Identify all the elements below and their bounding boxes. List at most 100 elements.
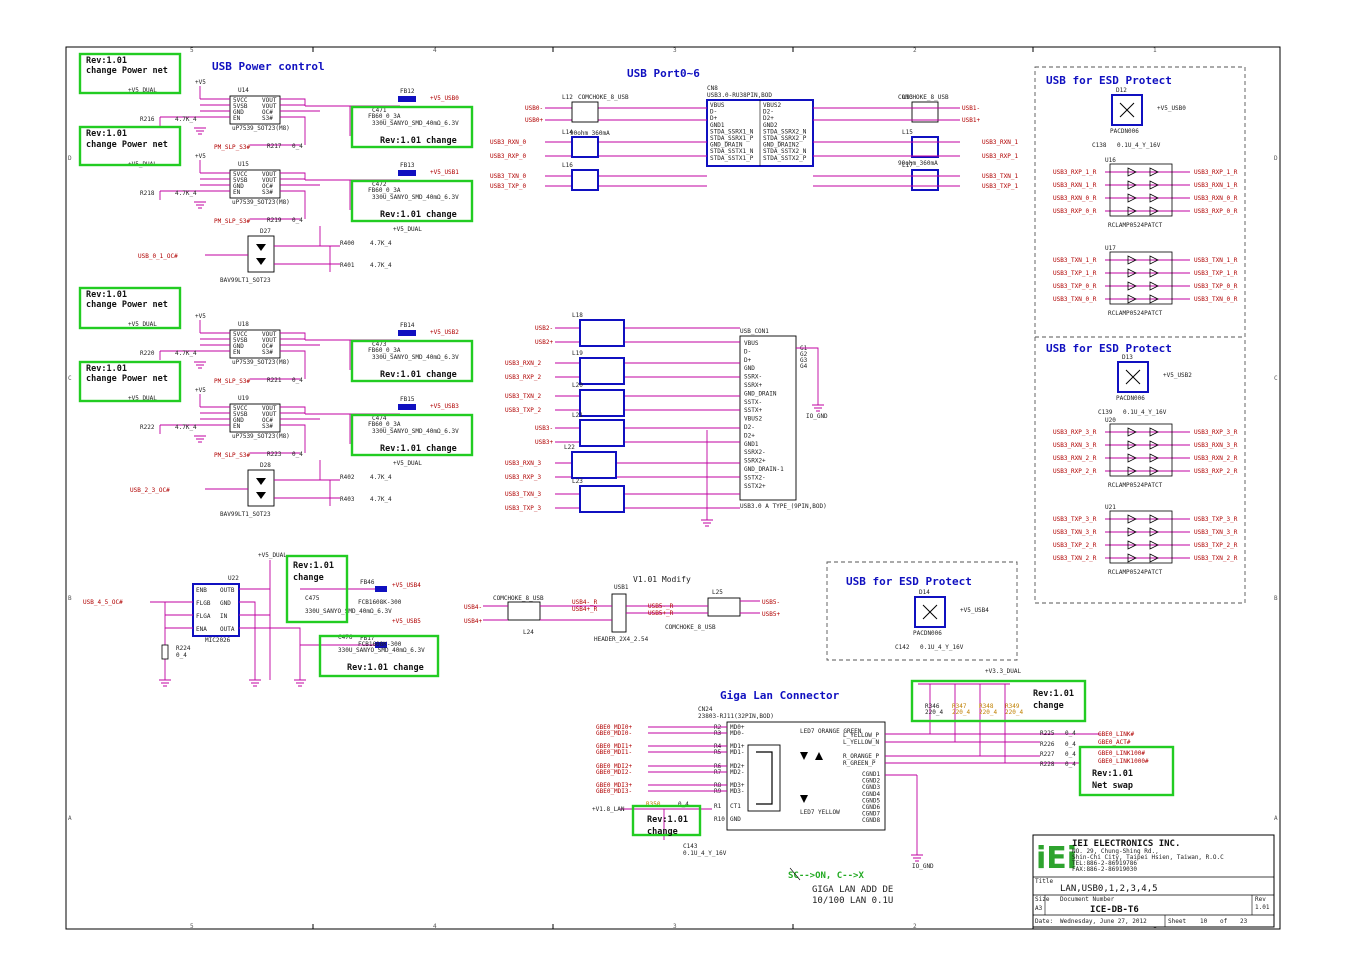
usb45-header: V1.01 Modify USB1 HEADER_2X4_2.54 COMCHO… (464, 575, 780, 643)
title-usb-power: USB Power control (212, 60, 325, 73)
pin-label: SSTX2- (744, 474, 766, 481)
pin-label: GND (233, 109, 244, 116)
tvs-diode (1127, 206, 1137, 216)
net-label: GBE0_MDI3+ (596, 782, 633, 789)
pin-label: GND_DRAIN2 (763, 142, 800, 149)
pin-label: MD0- (730, 730, 744, 737)
svg-text:+V3.3_DUAL: +V3.3_DUAL (985, 668, 1022, 675)
res-value: 4.7K_4 (175, 350, 197, 357)
svg-text:CN8: CN8 (707, 85, 718, 92)
common-choke (571, 101, 599, 123)
ground (194, 201, 206, 209)
pin-label: EN (233, 349, 241, 356)
net-label: USB3_RXP_2_R (1194, 468, 1238, 475)
net-label: PM_SLP_S3# (214, 144, 251, 151)
net-label: GBE0_MDI1+ (596, 743, 633, 750)
pin-label: CGND8 (862, 817, 880, 824)
svg-text:Rev:1.01: Rev:1.01 (86, 56, 127, 66)
diode-glyph (256, 244, 266, 251)
choke-value: 90ohm_360mA (570, 130, 610, 137)
choke-ref: L21 (572, 412, 583, 419)
pin-label: MD0+ (730, 724, 745, 731)
svg-text:USB3.0 A TYPE_(9PIN,BOD): USB3.0 A TYPE_(9PIN,BOD) (740, 503, 827, 510)
tvs-diode (1149, 281, 1159, 291)
fb-value: FB60_0_3A (368, 421, 401, 428)
tvs-diode (1149, 206, 1159, 216)
svg-text:CN24: CN24 (698, 706, 713, 713)
pin-label: VOUT (262, 405, 277, 412)
tvs-diode (1127, 540, 1137, 550)
svg-text:change Power net: change Power net (86, 374, 168, 384)
net-label: PM_SLP_S3# (214, 452, 251, 459)
diode-body (247, 235, 275, 273)
net-label: USB3_RXP_2_R (1053, 468, 1097, 475)
net-label: +V5_USB2 (1163, 372, 1192, 379)
diode-body (247, 469, 275, 507)
svg-text:Rev:1.01: Rev:1.01 (647, 815, 688, 825)
pin-label: 5VSB (233, 103, 248, 110)
cap-value: 330U_SANYO_SMD_40mΩ_6.3V (372, 194, 459, 201)
pin-label: STDA_SSRX1_N (710, 128, 754, 135)
net-label: USB3_RXN_1 (982, 139, 1019, 146)
net-label: +V5 (195, 313, 206, 320)
res-ref: R221 (267, 377, 282, 384)
fb-ref: FB12 (400, 88, 415, 95)
svg-text:+V5_USB5: +V5_USB5 (392, 618, 421, 625)
title-esd-mid: USB for ESD Protect (1046, 342, 1172, 355)
svg-text:Wednesday, June 27, 2012: Wednesday, June 27, 2012 (1060, 918, 1147, 925)
net-label: USB3_RXN_2_R (1194, 455, 1238, 462)
sheet-border (65, 46, 1281, 930)
svg-text:Rev:1.01: Rev:1.01 (1092, 769, 1133, 779)
grid-right-b: B (1274, 595, 1278, 602)
svg-text:10/100 LAN 0.1U: 10/100 LAN 0.1U (812, 896, 893, 906)
pin-label: 5VSB (233, 177, 248, 184)
svg-text:GIGA LAN ADD DE: GIGA LAN ADD DE (812, 885, 893, 895)
res-value: 0_4 (292, 377, 303, 384)
res-value: 4.7K_4 (175, 190, 197, 197)
pac-ref: D12 (1116, 87, 1127, 94)
grid-left-c: C (68, 375, 72, 382)
cap-value: 0.1U_4_Y_16V (1123, 409, 1167, 416)
pin-label: CGND6 (862, 804, 880, 811)
svg-text:GND: GND (220, 600, 231, 607)
tvs-diode (1149, 180, 1159, 190)
res-value: 4.7K_4 (370, 474, 392, 481)
pin-label: D- (710, 109, 717, 116)
pin-label: CGND7 (862, 811, 880, 818)
tvs-diode (1149, 440, 1159, 450)
svg-text:FLGB: FLGB (196, 600, 211, 607)
tvs-diode (1149, 527, 1159, 537)
svg-text:0_4: 0_4 (1065, 761, 1076, 768)
svg-text:Title: Title (1035, 878, 1053, 885)
svg-text:TEL:886-2-86919786: TEL:886-2-86919786 (1072, 860, 1137, 867)
wire (159, 320, 300, 380)
svg-text:Rev:1.01: Rev:1.01 (1033, 689, 1074, 699)
svg-text:GBE0_ACT#: GBE0_ACT# (1098, 739, 1131, 746)
net-label: USB3_RXN_2 (505, 360, 542, 367)
pin-label: D2- (763, 109, 774, 116)
net-label: USB3_RXN_0_R (1194, 195, 1238, 202)
svg-text:IO_GND: IO_GND (806, 413, 828, 420)
rev-note-1: Rev:1.01 change Power net (78, 52, 182, 95)
pin-label: OC# (262, 417, 273, 424)
pin-label: MD3- (730, 788, 744, 795)
svg-text:1.01: 1.01 (1255, 904, 1270, 911)
svg-text:USB5+: USB5+ (762, 611, 780, 618)
pin-number: R3 (714, 730, 722, 737)
pin-label: OC# (262, 343, 273, 350)
rev-change-4: Rev:1.01 change (350, 413, 474, 457)
res-value: 0_4 (292, 451, 303, 458)
iei-logo: iEi (1036, 841, 1077, 876)
pin-label: GND1 (710, 122, 725, 129)
pin-label: GND2 (763, 122, 778, 129)
wire (205, 226, 340, 272)
net-label: +V5_DUAL (393, 226, 422, 233)
pin-label: STDA_SSRX2_P (763, 135, 807, 142)
pin-label: D2+ (763, 115, 774, 122)
svg-text:change Power net: change Power net (86, 300, 168, 310)
pin-label: CGND2 (862, 778, 880, 785)
tvs-body (1109, 163, 1173, 217)
pin-label: CGND5 (862, 797, 880, 804)
